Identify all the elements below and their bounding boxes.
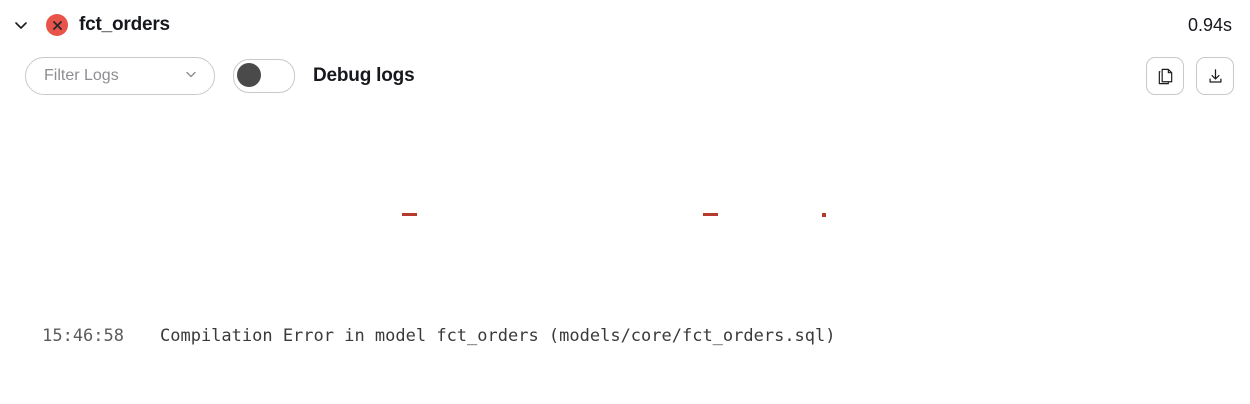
log-message-line: Compilation Error in model fct_orders (m… [160,326,836,346]
log-timestamp: 15:46:58 [42,326,124,346]
error-circle-x-icon [46,14,68,36]
clipped-fragment [822,213,826,217]
chevron-down-icon[interactable] [8,12,34,38]
debug-logs-toggle[interactable] [233,59,295,93]
panel-header: fct_orders 0.94s [0,0,1250,50]
copy-logs-button[interactable] [1146,57,1184,95]
download-icon [1206,67,1225,86]
copy-icon [1156,67,1175,86]
chevron-down-icon [184,67,198,86]
clipped-fragment [402,213,417,216]
filter-logs-placeholder: Filter Logs [44,67,119,84]
log-entry: 15:46:58 Compilation Error in model fct_… [0,320,1250,352]
filter-logs-select[interactable]: Filter Logs [25,57,215,95]
debug-logs-label: Debug logs [313,65,415,86]
download-logs-button[interactable] [1196,57,1234,95]
log-toolbar: Filter Logs Debug logs [0,50,1250,102]
clipped-previous-line [0,202,1250,224]
elapsed-time: 0.94s [1187,14,1232,35]
clipped-fragment [703,213,718,216]
toggle-knob [237,63,261,87]
page-title: fct_orders [79,14,170,35]
log-output[interactable]: 15:46:58 Compilation Error in model fct_… [0,102,1250,404]
